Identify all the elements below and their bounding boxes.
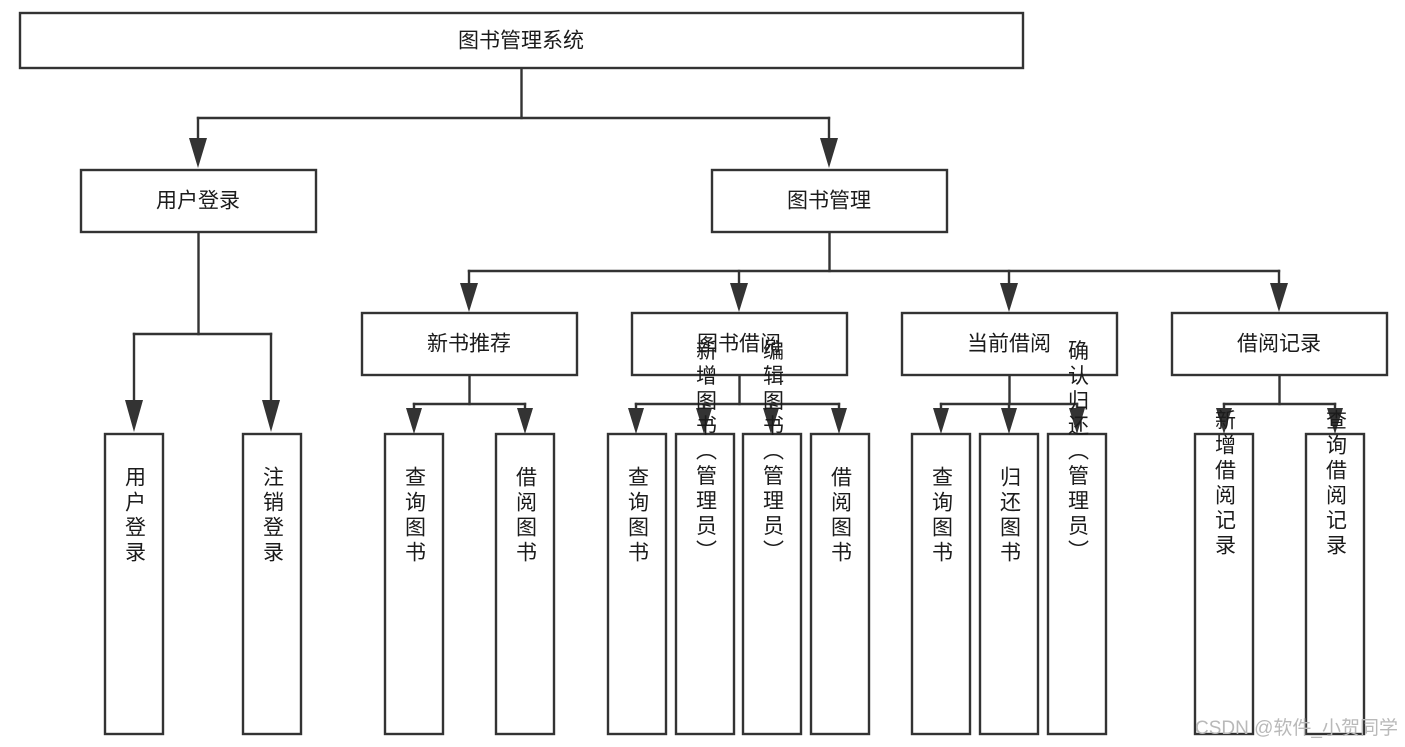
- arrow-head-icon: [406, 408, 422, 434]
- arrow-head-icon: [1327, 408, 1343, 434]
- node-leaf-logout-label: 注销登录: [261, 466, 285, 566]
- node-leaf-add-book-admin-label: 新增图书（管理员）: [694, 340, 718, 565]
- node-leaf-query-book-recommend[interactable]: 查询图书: [383, 432, 445, 736]
- arrow-head-icon: [460, 283, 478, 312]
- node-leaf-query-book-current[interactable]: 查询图书: [910, 432, 972, 736]
- node-leaf-query-book-borrow-label: 查询图书: [626, 466, 650, 566]
- arrow-head-icon: [262, 400, 280, 432]
- node-leaf-logout[interactable]: 注销登录: [241, 432, 303, 736]
- node-book-management[interactable]: 图书管理: [710, 168, 949, 234]
- node-leaf-query-book-recommend-label: 查询图书: [403, 466, 427, 566]
- arrow-head-icon: [933, 408, 949, 434]
- node-book-management-label: 图书管理: [787, 190, 871, 213]
- node-leaf-return-book[interactable]: 归还图书: [978, 432, 1040, 736]
- node-leaf-add-borrow-record[interactable]: 新增借阅记录: [1193, 409, 1255, 736]
- node-leaf-add-borrow-record-label: 新增借阅记录: [1213, 409, 1237, 559]
- arrow-head-icon: [1216, 408, 1232, 434]
- node-leaf-query-borrow-record-label: 查询借阅记录: [1324, 409, 1348, 559]
- node-leaf-return-book-label: 归还图书: [998, 466, 1022, 566]
- node-leaf-query-book-current-label: 查询图书: [930, 466, 954, 566]
- node-leaf-user-login-label: 用户登录: [123, 466, 147, 566]
- arrow-head-icon: [1000, 283, 1018, 312]
- node-leaf-add-book-admin[interactable]: 新增图书（管理员）: [674, 340, 736, 736]
- node-new-book-recommend[interactable]: 新书推荐: [360, 311, 579, 377]
- arrow-head-icon: [628, 408, 644, 434]
- arrow-head-icon: [820, 138, 838, 168]
- node-user-login[interactable]: 用户登录: [79, 168, 318, 234]
- arrow-head-icon: [763, 408, 779, 434]
- node-root-label: 图书管理系统: [458, 30, 584, 53]
- node-root-book-management-system[interactable]: 图书管理系统: [18, 11, 1025, 70]
- node-leaf-edit-book-admin-label: 编辑图书（管理员）: [761, 340, 785, 565]
- connector-layer: [125, 66, 1343, 434]
- arrow-head-icon: [125, 400, 143, 432]
- arrow-head-icon: [1069, 408, 1085, 434]
- node-leaf-borrow-book[interactable]: 借阅图书: [809, 432, 871, 736]
- node-leaf-borrow-book-label: 借阅图书: [829, 466, 853, 566]
- arrow-head-icon: [730, 283, 748, 312]
- arrow-head-icon: [696, 408, 712, 434]
- node-new-book-recommend-label: 新书推荐: [427, 333, 511, 356]
- node-leaf-confirm-return-admin-label: 确认归还（管理员）: [1066, 340, 1090, 565]
- node-book-borrow-label: 图书借阅: [697, 333, 781, 356]
- arrow-head-icon: [1001, 408, 1017, 434]
- node-leaf-edit-book-admin[interactable]: 编辑图书（管理员）: [741, 340, 803, 736]
- node-current-borrow-label: 当前借阅: [967, 333, 1051, 356]
- node-borrow-record[interactable]: 借阅记录: [1170, 311, 1389, 377]
- node-leaf-confirm-return-admin[interactable]: 确认归还（管理员）: [1046, 340, 1108, 736]
- node-leaf-borrow-book-recommend[interactable]: 借阅图书: [494, 432, 556, 736]
- node-leaf-user-login[interactable]: 用户登录: [103, 432, 165, 736]
- node-user-login-label: 用户登录: [156, 190, 240, 213]
- node-leaf-borrow-book-recommend-label: 借阅图书: [514, 466, 538, 566]
- node-leaf-query-book-borrow[interactable]: 查询图书: [606, 432, 668, 736]
- node-current-borrow[interactable]: 当前借阅: [900, 311, 1119, 377]
- node-borrow-record-label: 借阅记录: [1237, 333, 1321, 356]
- node-leaf-query-borrow-record[interactable]: 查询借阅记录: [1304, 409, 1366, 736]
- arrow-head-icon: [517, 408, 533, 434]
- arrow-head-icon: [831, 408, 847, 434]
- watermark-text: CSDN @软件_小贺同学: [1195, 717, 1398, 739]
- node-book-borrow[interactable]: 图书借阅: [630, 311, 849, 377]
- arrow-head-icon: [1270, 283, 1288, 312]
- arrow-head-icon: [189, 138, 207, 168]
